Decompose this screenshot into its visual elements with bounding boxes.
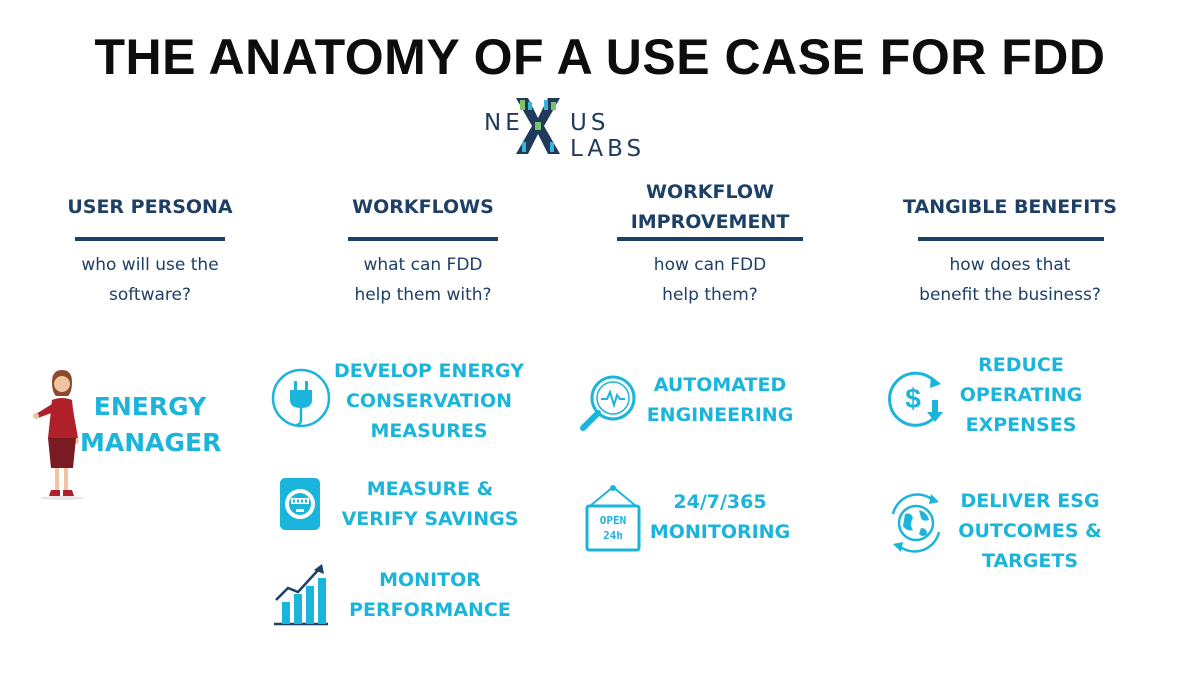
improvement-1-line-2: ENGINEERING [646, 404, 794, 426]
logo-x-buildings-icon [516, 98, 560, 154]
improvement-1-line-1: AUTOMATED [653, 374, 787, 396]
question-workflows-line-2: help them with? [354, 285, 492, 305]
question-persona: who will use the software? [40, 250, 260, 310]
workflow-3-line-1: MONITOR [379, 569, 481, 591]
benefit-2-line-2: OUTCOMES & [958, 520, 1102, 542]
workflow-3-line-2: PERFORMANCE [349, 599, 511, 621]
question-improvement-line-2: help them? [662, 285, 758, 305]
sign-open-text: OPEN [600, 514, 627, 527]
logo-text-left: NE [484, 110, 524, 136]
improvement-automated-engineering: AUTOMATED ENGINEERING [640, 370, 800, 430]
heading-workflows: WORKFLOWS [352, 196, 494, 218]
open-sign-icon: OPEN 24h [585, 485, 641, 552]
logo-text-right: US LABS [570, 110, 646, 162]
question-benefits: how does that benefit the business? [890, 250, 1130, 310]
persona-energy-manager: ENERGY MANAGER [80, 389, 222, 461]
persona-line-1: ENERGY [93, 392, 207, 421]
divider-improvement [617, 237, 803, 241]
heading-improvement-line-1: WORKFLOW [646, 181, 774, 203]
divider-persona [75, 237, 225, 241]
benefit-1-line-2: OPERATING [959, 384, 1083, 406]
workflow-2-line-1: MEASURE & [366, 478, 494, 500]
improvement-monitoring: 24/7/365 MONITORING [645, 487, 795, 547]
workflow-1-line-1: DEVELOP ENERGY [334, 360, 524, 382]
question-persona-line-1: who will use the [81, 255, 219, 275]
plug-icon [271, 368, 331, 428]
benefit-1-line-3: EXPENSES [965, 414, 1077, 436]
workflow-2-line-2: VERIFY SAVINGS [341, 508, 519, 530]
question-persona-line-2: software? [108, 285, 192, 305]
globe-cycle-icon [891, 493, 941, 553]
benefit-deliver-esg: DELIVER ESG OUTCOMES & TARGETS [950, 486, 1110, 576]
woman-figure-icon [33, 370, 84, 500]
benefit-1-line-1: REDUCE [978, 354, 1064, 376]
workflow-measure-verify: MEASURE & VERIFY SAVINGS [330, 474, 530, 534]
benefit-reduce-opex: REDUCE OPERATING EXPENSES [945, 350, 1097, 440]
divider-workflows [348, 237, 498, 241]
heading-user-persona: USER PERSONA [67, 196, 233, 218]
question-workflows-line-1: what can FDD [363, 255, 483, 275]
heading-improvement-line-2: IMPROVEMENT [630, 211, 790, 233]
divider-benefits [918, 237, 1104, 241]
heading-tangible-benefits: TANGIBLE BENEFITS [903, 196, 1117, 218]
dollar-down-icon: $ [888, 371, 943, 427]
benefit-2-line-3: TARGETS [981, 550, 1079, 572]
workflow-monitor-performance: MONITOR PERFORMANCE [330, 565, 530, 625]
sign-24h-text: 24h [603, 529, 623, 542]
magnifier-icon [580, 375, 636, 431]
workflow-1-line-2: CONSERVATION [345, 390, 513, 412]
question-workflows: what can FDD help them with? [313, 250, 533, 310]
page-title: THE ANATOMY OF A USE CASE FOR FDD [94, 29, 1106, 85]
persona-line-2: MANAGER [80, 428, 222, 457]
heading-workflow-improvement: WORKFLOW IMPROVEMENT [610, 177, 810, 237]
question-benefits-line-1: how does that [949, 255, 1071, 275]
meter-icon [280, 478, 320, 530]
improvement-2-line-2: MONITORING [649, 521, 791, 543]
benefit-2-line-1: DELIVER ESG [960, 490, 1100, 512]
nexus-labs-logo: NE US LABS [484, 96, 684, 162]
workflow-1-line-3: MEASURES [370, 420, 488, 442]
question-benefits-line-2: benefit the business? [919, 285, 1101, 305]
svg-text:$: $ [905, 383, 921, 414]
question-improvement: how can FDD help them? [600, 250, 820, 310]
bar-chart-icon [274, 564, 328, 626]
improvement-2-line-1: 24/7/365 [673, 491, 767, 513]
workflow-develop-ecm: DEVELOP ENERGY CONSERVATION MEASURES [326, 356, 532, 446]
question-improvement-line-1: how can FDD [653, 255, 767, 275]
